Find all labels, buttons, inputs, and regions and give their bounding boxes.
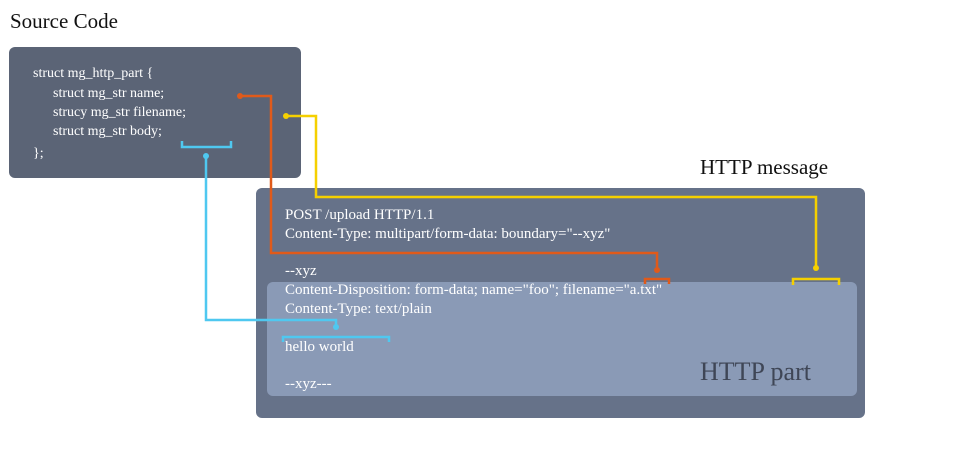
content-type-header: Content-Type: multipart/form-data: bound… bbox=[285, 226, 611, 242]
boundary-end: --xyz--- bbox=[285, 376, 332, 392]
boundary-start: --xyz bbox=[285, 263, 317, 279]
filename-value-bracket bbox=[791, 277, 841, 285]
code-name-field: struct mg_str name; bbox=[53, 86, 165, 101]
name-connector bbox=[237, 93, 671, 284]
name-connector-end bbox=[654, 267, 660, 273]
name-value-bracket bbox=[643, 277, 671, 284]
http-part-box bbox=[267, 282, 857, 396]
code-filename-field: strucy mg_str filename; bbox=[53, 105, 186, 120]
code-body-field: struct mg_str body; bbox=[53, 124, 162, 139]
body-connector-end bbox=[333, 324, 339, 330]
request-line: POST /upload HTTP/1.1 bbox=[285, 207, 435, 223]
http-message-title: HTTP message bbox=[700, 155, 829, 179]
body-connector bbox=[180, 141, 391, 342]
part-body: hello world bbox=[285, 339, 354, 355]
filename-connector bbox=[283, 113, 841, 285]
body-value-bracket bbox=[281, 335, 391, 342]
filename-connector-end bbox=[813, 265, 819, 271]
body-connector-line bbox=[204, 156, 338, 327]
code-struct-open: struct mg_http_part { bbox=[33, 66, 154, 81]
part-content-type-header: Content-Type: text/plain bbox=[285, 301, 432, 317]
source-code-box bbox=[9, 47, 301, 178]
filename-connector-line bbox=[286, 114, 818, 268]
source-code-title: Source Code bbox=[10, 9, 118, 33]
body-field-bracket bbox=[180, 141, 233, 149]
name-connector-line bbox=[240, 94, 659, 270]
http-part-title: HTTP part bbox=[700, 357, 811, 386]
code-struct-close: }; bbox=[33, 146, 44, 161]
content-disposition-header: Content-Disposition: form-data; name="fo… bbox=[285, 282, 663, 298]
